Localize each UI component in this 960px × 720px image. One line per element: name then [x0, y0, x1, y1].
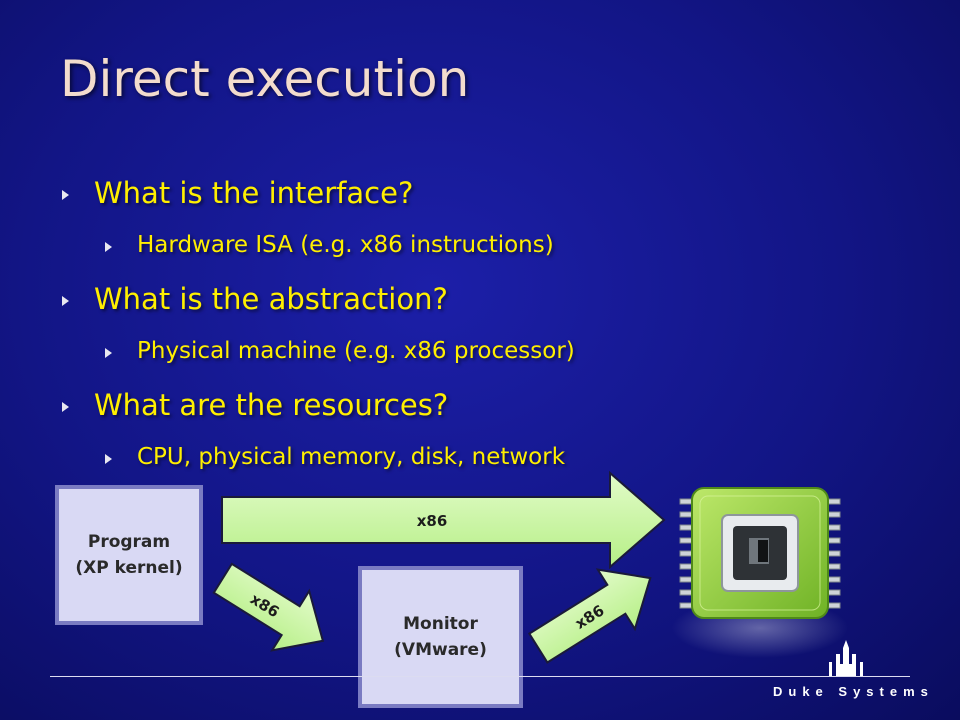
bullet-marker-icon — [62, 190, 69, 200]
monitor-box-subtitle: (VMware) — [394, 640, 487, 660]
footer-brand: Duke Systems — [773, 684, 934, 699]
monitor-box-title: Monitor — [403, 614, 478, 634]
arrow-monitor-to-cpu: x86 — [527, 568, 652, 664]
processor-chip-icon — [672, 487, 848, 658]
arrow-program-to-monitor: x86 — [212, 562, 325, 652]
duke-chapel-icon — [829, 640, 863, 676]
program-box-title: Program — [87, 532, 171, 552]
bullet-marker-icon — [62, 296, 69, 306]
arrow-program-to-cpu: x86 — [221, 470, 666, 570]
bullet-marker-icon — [62, 402, 69, 412]
bullet-marker-icon — [105, 348, 112, 358]
arrow-top-label: x86 — [417, 512, 448, 530]
bullet-resources-list: CPU, physical memory, disk, network — [137, 444, 566, 470]
bullet-marker-icon — [105, 242, 112, 252]
bullet-isa: Hardware ISA (e.g. x86 instructions) — [137, 232, 554, 258]
bullet-machine: Physical machine (e.g. x86 processor) — [137, 338, 575, 364]
footer-divider — [50, 676, 910, 677]
program-box: Program (XP kernel) — [55, 485, 203, 625]
bullet-marker-icon — [105, 454, 112, 464]
bullet-resources: What are the resources? — [94, 388, 449, 422]
bullet-abstraction: What is the abstraction? — [94, 282, 448, 316]
program-box-subtitle: (XP kernel) — [75, 558, 183, 578]
monitor-box: Monitor (VMware) — [358, 566, 523, 708]
slide-title: Direct execution — [60, 50, 470, 108]
bullet-interface: What is the interface? — [94, 176, 414, 210]
